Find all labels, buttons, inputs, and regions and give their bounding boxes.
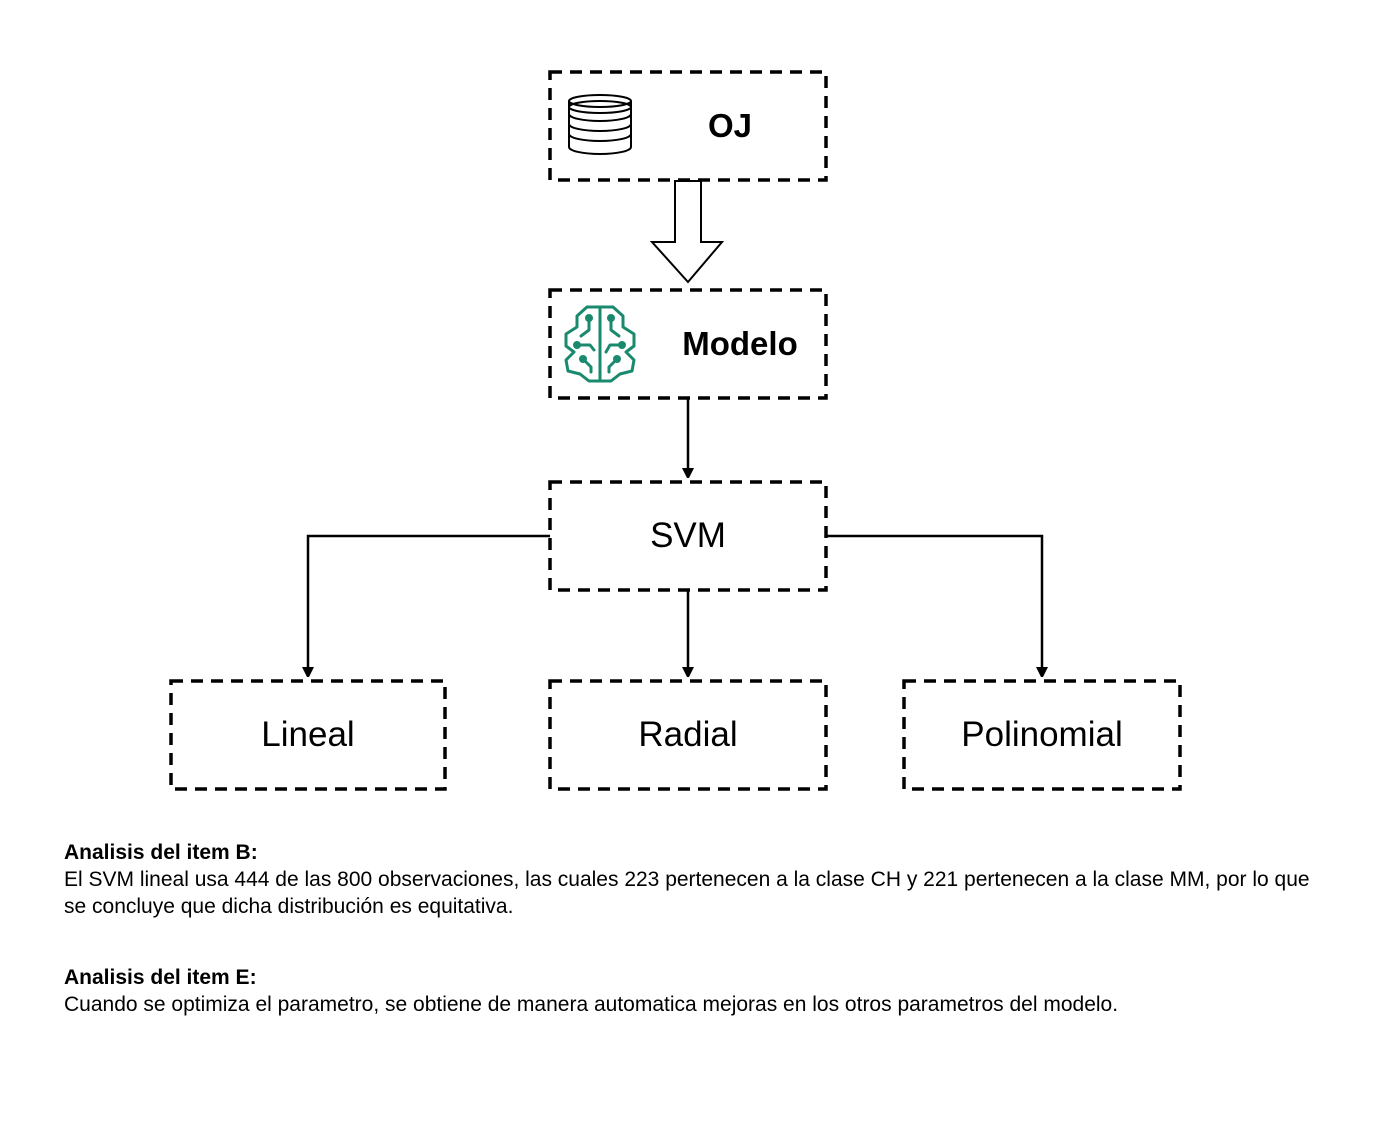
node-radial-label: Radial [638, 715, 738, 754]
node-lineal-label: Lineal [261, 715, 355, 754]
analysis-item-e-body: Cuando se optimiza el parametro, se obti… [64, 993, 1119, 1016]
node-polinomial-box[interactable] [902, 679, 1182, 791]
node-oj-label: OJ [707, 107, 753, 144]
node-radial-box[interactable] [548, 679, 828, 791]
node-lineal-box[interactable] [169, 679, 447, 791]
brain-circuit-icon [564, 305, 636, 383]
edge-svm-lineal [308, 534, 550, 673]
database-icon [568, 94, 632, 155]
flow-diagram [169, 70, 1182, 791]
block-arrow-oj-to-modelo [649, 180, 725, 284]
analysis-item-b-body: El SVM lineal usa 444 de las 800 observa… [64, 868, 1310, 918]
node-svm-label: SVM [650, 516, 726, 555]
analysis-item-e-title: Analisis del item E: [64, 966, 257, 989]
node-polinomial-label: Polinomial [961, 715, 1123, 754]
analysis-item-e: Analisis del item E: Cuando se optimiza … [64, 964, 1324, 1018]
node-modelo-label: Modelo [682, 325, 798, 362]
edge-svm-polinomial [826, 534, 1042, 673]
analysis-item-b: Analisis del item B: El SVM lineal usa 4… [64, 839, 1324, 920]
analysis-item-b-title: Analisis del item B: [64, 841, 258, 864]
